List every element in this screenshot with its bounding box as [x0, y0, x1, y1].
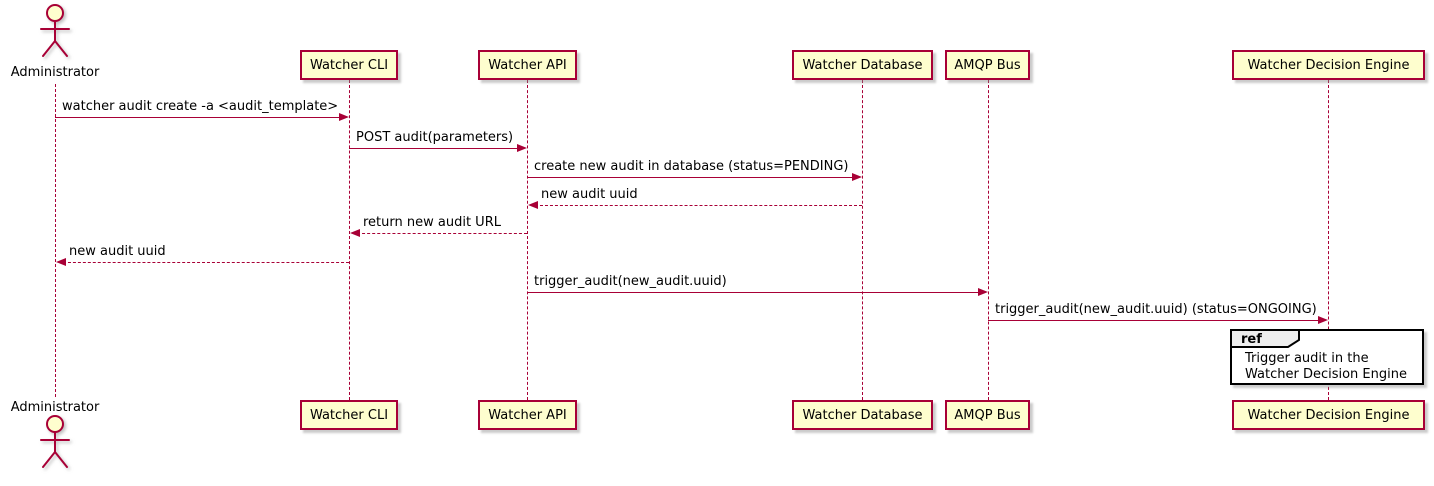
message-arrowhead-4 [528, 201, 538, 209]
message-arrowhead-3 [852, 173, 862, 181]
message-label-2: POST audit(parameters) [356, 130, 514, 145]
lifeline-amqp [988, 80, 989, 400]
message-label-8: trigger_audit(new_audit.uuid) (status=ON… [995, 302, 1317, 317]
lifeline-administrator [55, 84, 56, 397]
message-arrowhead-8 [1318, 316, 1328, 324]
ref-keyword: ref [1241, 332, 1262, 347]
lifeline-wde [1328, 80, 1329, 400]
participant-box-api-top: Watcher API [478, 50, 577, 80]
message-label-3: create new audit in database (status=PEN… [534, 159, 849, 174]
message-line-6 [63, 262, 349, 263]
actor-label-top: Administrator [10, 65, 100, 80]
message-label-5: return new audit URL [363, 215, 501, 230]
participant-box-api-bottom: Watcher API [478, 400, 577, 430]
message-line-5 [357, 233, 527, 234]
ref-text-line-1: Trigger audit in the [1245, 351, 1369, 366]
participant-box-amqp-bottom: AMQP Bus [945, 400, 1030, 430]
message-line-4 [535, 205, 862, 206]
message-label-4: new audit uuid [541, 187, 638, 202]
message-label-1: watcher audit create -a <audit_template> [62, 99, 339, 114]
ref-text-line-2: Watcher Decision Engine [1245, 367, 1407, 382]
lifeline-cli [349, 80, 350, 400]
actor-figure-top [33, 3, 77, 64]
lifeline-api [527, 80, 528, 400]
ref-fragment-header [1230, 329, 1302, 353]
message-line-3 [527, 177, 854, 178]
actor-figure-bottom [33, 414, 77, 475]
participant-box-wde-bottom: Watcher Decision Engine [1232, 400, 1425, 430]
message-line-2 [349, 148, 519, 149]
message-label-7: trigger_audit(new_audit.uuid) [534, 274, 727, 289]
lifeline-db [862, 80, 863, 400]
message-arrowhead-5 [350, 229, 360, 237]
message-arrowhead-2 [517, 144, 527, 152]
participant-box-db-bottom: Watcher Database [792, 400, 933, 430]
actor-label-bottom: Administrator [10, 400, 100, 415]
message-arrowhead-6 [56, 258, 66, 266]
message-label-6: new audit uuid [69, 244, 166, 259]
participant-box-cli-top: Watcher CLI [300, 50, 398, 80]
participant-box-db-top: Watcher Database [792, 50, 933, 80]
participant-box-cli-bottom: Watcher CLI [300, 400, 398, 430]
message-arrowhead-1 [339, 113, 349, 121]
participant-box-amqp-top: AMQP Bus [945, 50, 1030, 80]
participant-box-wde-top: Watcher Decision Engine [1232, 50, 1425, 80]
message-line-1 [55, 117, 341, 118]
message-line-8 [988, 320, 1320, 321]
message-line-7 [527, 292, 980, 293]
message-arrowhead-7 [978, 288, 988, 296]
